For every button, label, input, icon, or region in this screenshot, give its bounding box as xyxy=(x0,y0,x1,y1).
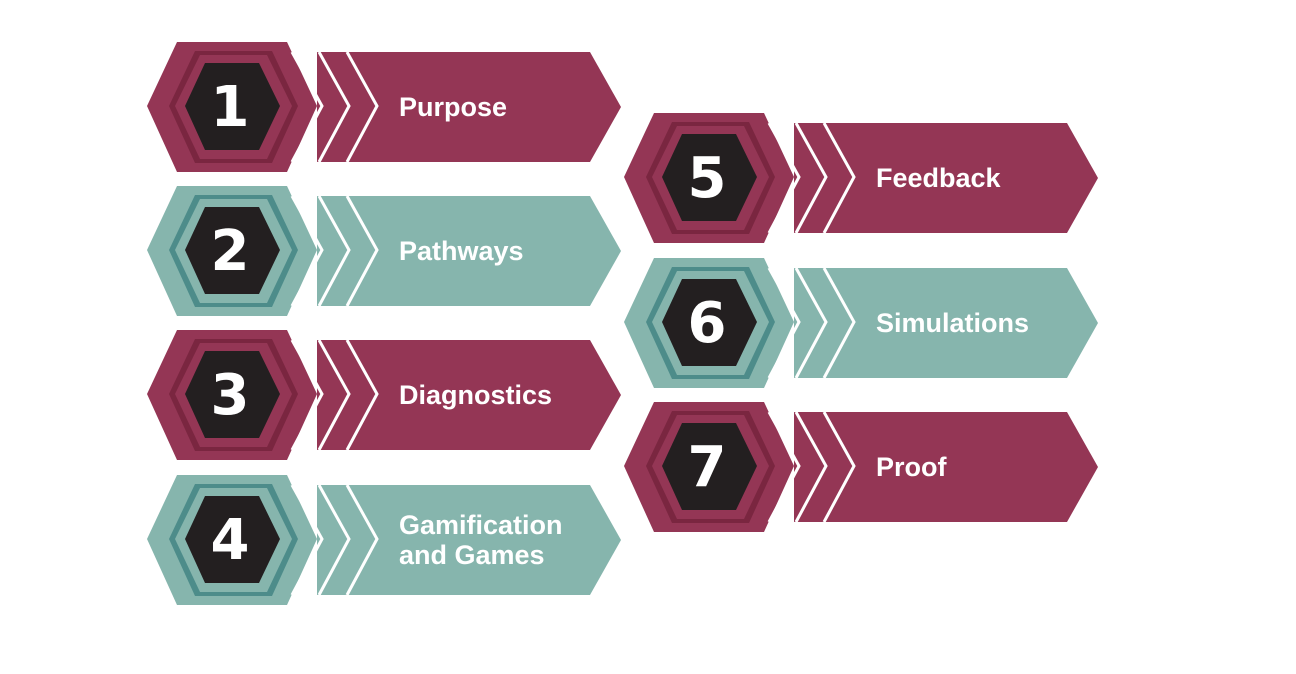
step-label: Purpose xyxy=(399,92,508,122)
chevron-icon xyxy=(767,267,801,379)
chevron-icon xyxy=(290,51,324,163)
chevron-icon xyxy=(767,122,801,234)
step-number: 3 xyxy=(210,362,250,428)
chevron-icon xyxy=(345,339,379,451)
arrow-banner xyxy=(317,196,621,306)
step-banner-shape xyxy=(624,402,1098,532)
arrow-banner xyxy=(794,268,1098,378)
step-6: 6 Simulations xyxy=(624,258,1104,388)
step-banner-shape xyxy=(624,113,1098,243)
step-label: Pathways xyxy=(399,236,524,266)
step-number: 2 xyxy=(210,218,250,284)
step-label: Feedback xyxy=(876,163,1001,193)
chevron-icon xyxy=(317,195,351,307)
number-hexagon xyxy=(185,63,280,150)
number-hexagon xyxy=(185,207,280,294)
chevron-icon xyxy=(794,122,828,234)
chevron-icon xyxy=(794,411,828,523)
chevron-icon xyxy=(345,484,379,596)
step-banner-shape xyxy=(147,330,621,460)
number-hexagon xyxy=(662,279,757,366)
chevron-icon xyxy=(317,339,351,451)
arrow-banner xyxy=(317,485,621,595)
chevron-icon xyxy=(345,195,379,307)
step-number: 1 xyxy=(210,74,250,140)
step-3: 3 Diagnostics xyxy=(147,330,627,460)
number-hexagon xyxy=(662,134,757,221)
arrow-banner xyxy=(317,52,621,162)
step-number: 5 xyxy=(687,145,727,211)
number-hexagon xyxy=(662,423,757,510)
step-5: 5 Feedback xyxy=(624,113,1104,243)
chevron-icon xyxy=(290,195,324,307)
chevron-icon xyxy=(822,122,856,234)
chevron-icon xyxy=(317,51,351,163)
chevron-icon xyxy=(290,484,324,596)
chevron-icon xyxy=(794,267,828,379)
step-banner-shape xyxy=(624,258,1098,388)
step-number: 6 xyxy=(687,290,727,356)
chevron-icon xyxy=(767,411,801,523)
chevron-icon xyxy=(345,51,379,163)
arrow-banner xyxy=(317,340,621,450)
step-1: 1 Purpose xyxy=(147,42,627,172)
arrow-banner xyxy=(794,412,1098,522)
step-number: 7 xyxy=(687,434,727,500)
number-hexagon xyxy=(185,351,280,438)
number-hexagon xyxy=(185,496,280,583)
chevron-icon xyxy=(822,267,856,379)
step-banner-shape xyxy=(147,42,621,172)
step-number: 4 xyxy=(210,507,250,573)
step-label: Proof xyxy=(876,452,947,482)
step-banner-shape xyxy=(147,186,621,316)
step-label: Simulations xyxy=(876,308,1030,338)
step-label: Diagnostics xyxy=(399,380,553,410)
step-banner-shape xyxy=(147,475,621,605)
step-label: Gamification and Games xyxy=(399,510,563,570)
step-2: 2 Pathways xyxy=(147,186,627,316)
chevron-icon xyxy=(317,484,351,596)
chevron-icon xyxy=(290,339,324,451)
chevron-icon xyxy=(822,411,856,523)
step-7: 7 Proof xyxy=(624,402,1104,532)
arrow-banner xyxy=(794,123,1098,233)
step-4: 4 Gamification and Games xyxy=(147,475,627,605)
